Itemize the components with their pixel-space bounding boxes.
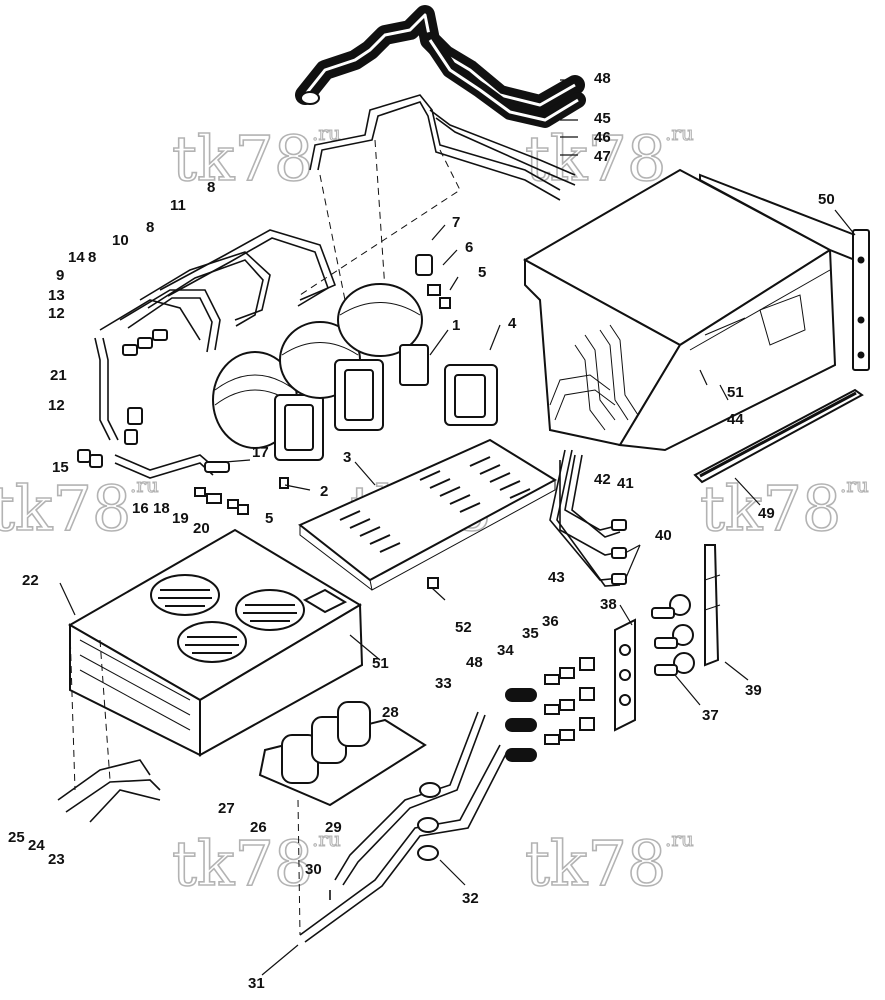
watermark-main: tk78 <box>172 122 313 195</box>
callout-52: 52 <box>455 619 472 636</box>
callout-43: 43 <box>548 569 565 586</box>
callout-41: 41 <box>617 475 634 492</box>
callout-32: 32 <box>462 890 479 907</box>
callout-5-bottom: 5 <box>265 510 273 527</box>
leader-lines <box>59 79 856 976</box>
callout-46: 46 <box>594 129 611 146</box>
callout-30: 30 <box>305 861 322 878</box>
callout-1: 1 <box>452 317 460 334</box>
callout-8-mid: 8 <box>146 219 154 236</box>
tube-17 <box>114 454 289 515</box>
tube-set-29-33 <box>297 711 509 943</box>
callout-20: 20 <box>193 520 210 537</box>
compressor-group <box>212 254 498 461</box>
base-plate-3 <box>298 438 557 591</box>
callout-12-bottom: 12 <box>48 397 65 414</box>
callout-51-top: 51 <box>727 384 744 401</box>
callout-31: 31 <box>248 975 265 992</box>
callout-22: 22 <box>22 572 39 589</box>
callout-7: 7 <box>452 214 460 231</box>
condenser-22 <box>67 528 364 757</box>
callout-21: 21 <box>50 367 67 384</box>
callout-8-left: 8 <box>88 249 96 266</box>
callout-26: 26 <box>250 819 267 836</box>
tube-loops-8-11 <box>94 229 337 441</box>
callout-23: 23 <box>48 851 65 868</box>
callout-48-bottom: 48 <box>466 654 483 671</box>
callout-50: 50 <box>818 191 835 208</box>
callout-47: 47 <box>594 148 611 165</box>
callout-3: 3 <box>343 449 351 466</box>
callout-15: 15 <box>52 459 69 476</box>
fittings-34-36 <box>505 657 595 762</box>
valve-fittings-left <box>77 329 168 468</box>
callout-16: 16 <box>132 500 149 517</box>
tube-set-41-43 <box>549 449 627 587</box>
callout-13: 13 <box>48 287 65 304</box>
callout-49: 49 <box>758 505 775 522</box>
callout-24: 24 <box>28 837 45 854</box>
callout-27: 27 <box>218 800 235 817</box>
callout-25: 25 <box>8 829 25 846</box>
callout-17: 17 <box>252 444 269 461</box>
callout-48-top: 48 <box>594 70 611 87</box>
callout-2: 2 <box>320 483 328 500</box>
callout-29: 29 <box>325 819 342 836</box>
seal-strip-49 <box>693 388 864 484</box>
callout-18: 18 <box>153 500 170 517</box>
callout-4: 4 <box>508 315 517 332</box>
callout-9: 9 <box>56 267 64 284</box>
callout-8-top: 8 <box>207 179 215 196</box>
callout-37: 37 <box>702 707 719 724</box>
callout-28: 28 <box>382 704 399 721</box>
callout-42: 42 <box>594 471 611 488</box>
tube-set-23-25 <box>57 629 161 823</box>
watermark-main: tk78 <box>0 472 131 545</box>
watermark-suffix: .ru <box>840 473 869 497</box>
callout-44: 44 <box>727 411 744 428</box>
watermark-main: tk78 <box>525 827 666 900</box>
callout-51-bottom: 51 <box>372 655 389 672</box>
callout-40: 40 <box>655 527 672 544</box>
watermark-suffix: .ru <box>665 121 694 145</box>
callout-6: 6 <box>465 239 473 256</box>
callout-10: 10 <box>112 232 129 249</box>
callout-5-top: 5 <box>478 264 486 281</box>
watermark-main: tk78 <box>172 827 313 900</box>
watermark-suffix: .ru <box>665 827 694 851</box>
callout-35: 35 <box>522 625 539 642</box>
hose-assembly-48 <box>295 5 586 128</box>
callout-14: 14 <box>68 249 85 266</box>
callout-36: 36 <box>542 613 559 630</box>
callout-45: 45 <box>594 110 611 127</box>
callout-labels: 1 2 3 4 5 5 6 7 8 8 8 9 10 11 12 12 13 1… <box>8 70 835 992</box>
evaporator-housing-44 <box>522 168 870 452</box>
callout-11: 11 <box>170 197 186 214</box>
watermark-suffix: .ru <box>312 827 341 851</box>
callout-34: 34 <box>497 642 514 659</box>
callout-39: 39 <box>745 682 762 699</box>
watermark-main: tk78 <box>700 472 841 545</box>
callout-12-top: 12 <box>48 305 65 322</box>
tube-set-45-47 <box>299 94 576 301</box>
callout-33: 33 <box>435 675 452 692</box>
callout-38: 38 <box>600 596 617 613</box>
brackets-37-39 <box>614 544 721 732</box>
callout-19: 19 <box>172 510 189 527</box>
drier-cylinders <box>258 701 427 807</box>
